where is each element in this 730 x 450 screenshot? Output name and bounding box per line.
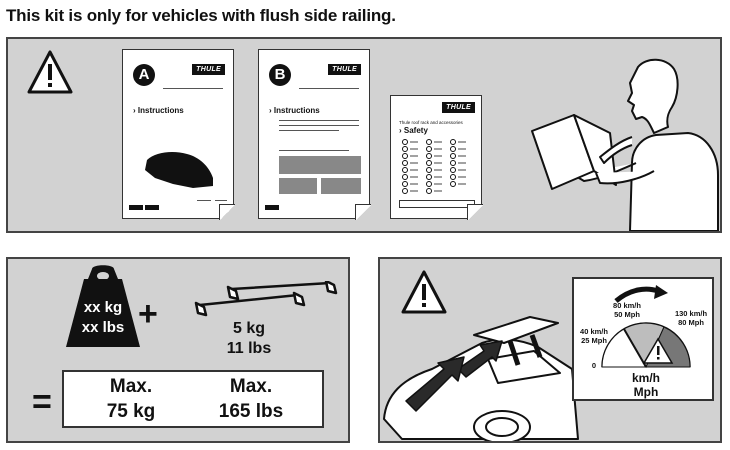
rack-kg: 5 kg (232, 320, 265, 337)
speed-50-mph: 50 Mph (614, 310, 640, 319)
max-value-lbs: 165 lbs (218, 401, 284, 422)
page-fold (355, 204, 371, 220)
instructions-panel: A THULE › Instructions B THULE › Instruc… (6, 37, 722, 233)
safety-footer-strip (399, 200, 475, 208)
image-placeholder (321, 178, 361, 194)
text-line (215, 200, 227, 201)
max-label-kg: Max. (109, 376, 153, 397)
barcode (265, 205, 279, 210)
text-line (279, 125, 359, 126)
barcode (145, 205, 159, 210)
load-weight-panel: xx kg xx lbs + 5 kg 11 lbs = Max. 75 kg … (6, 257, 350, 443)
safety-sheet: THULE Thule roof rack and accessories › … (390, 95, 483, 220)
text-line (197, 200, 211, 201)
safety-caption: Thule roof rack and accessories (399, 120, 463, 125)
max-load-box: Max. 75 kg Max. 165 lbs (62, 370, 324, 428)
text-line (299, 88, 359, 89)
acceleration-arrow (614, 285, 668, 303)
airflow-arrows (405, 340, 503, 412)
speedometer-box: 80 km/h 50 Mph 40 km/h 25 Mph 130 km/h 8… (572, 277, 714, 401)
text-line (279, 130, 339, 131)
thule-logo: THULE (328, 64, 361, 75)
page-fold (467, 204, 483, 220)
warning-triangle-icon (27, 50, 73, 94)
unit-kmh: km/h (631, 371, 660, 385)
max-value-kg: 75 kg (106, 401, 156, 422)
load-kg: xx kg (83, 299, 123, 316)
roof-rack-icon (194, 281, 338, 317)
load-lbs: xx lbs (81, 319, 125, 336)
car-icon (383, 316, 579, 441)
page-fold (219, 204, 235, 220)
roof-box-illustration (145, 152, 213, 188)
barcode (129, 205, 143, 210)
speed-zero: 0 (591, 361, 597, 370)
thule-logo: THULE (192, 64, 225, 75)
text-line (279, 150, 349, 151)
speed-80-kmh: 80 km/h (613, 301, 641, 310)
speed-25-mph: 25 Mph (581, 336, 607, 345)
person-reading-icon (531, 58, 719, 231)
speed-limit-panel: 80 km/h 50 Mph 40 km/h 25 Mph 130 km/h 8… (378, 257, 722, 443)
safety-heading: › Safety (399, 126, 428, 135)
speed-80-mph: 80 Mph (678, 318, 704, 327)
weight-icon (66, 265, 140, 347)
text-line (163, 88, 223, 89)
speed-130-kmh: 130 km/h (674, 309, 708, 318)
headline: This kit is only for vehicles with flush… (6, 6, 396, 25)
equals-sign: = (32, 383, 52, 421)
unit-mph: Mph (633, 385, 659, 399)
instruction-sheet-b: B THULE › Instructions (258, 49, 371, 220)
sheet-b-heading: › Instructions (269, 106, 320, 115)
max-label-lbs: Max. (229, 376, 273, 397)
warning-triangle-icon (401, 270, 447, 314)
sheet-a-letter: A (133, 64, 155, 86)
image-placeholder (279, 178, 317, 194)
rack-lbs: 11 lbs (226, 340, 272, 357)
sheet-a-heading: › Instructions (133, 106, 184, 115)
thule-logo: THULE (442, 102, 475, 113)
plus-sign: + (138, 295, 158, 333)
speed-40-kmh: 40 km/h (580, 327, 608, 336)
image-placeholder (279, 156, 361, 174)
safety-icon-list (402, 139, 466, 194)
sheet-b-letter: B (269, 64, 291, 86)
text-line (279, 120, 359, 121)
speedometer-icon (601, 322, 691, 369)
instruction-sheet-a: A THULE › Instructions (122, 49, 235, 220)
